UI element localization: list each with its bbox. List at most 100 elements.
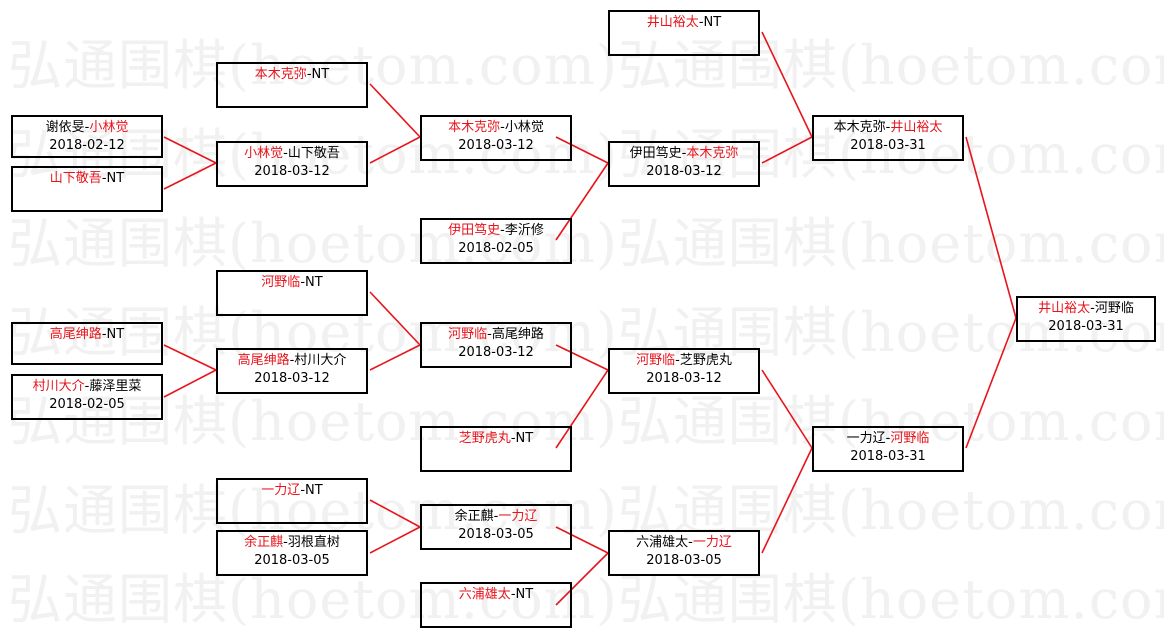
winner-name: 小林觉: [244, 146, 284, 161]
connector-line: [163, 344, 217, 371]
player-name: 羽根直树: [287, 535, 340, 550]
player-name: 李沂修: [504, 223, 544, 238]
match-box: 伊田笃史-本木克弥 2018-03-12: [608, 141, 760, 187]
match-separator: -: [283, 146, 288, 161]
final-match-box: 井山裕太-河野临 2018-03-31: [1016, 296, 1156, 342]
player-name: 河野临: [1094, 301, 1134, 316]
player-name: 山下敬吾: [287, 146, 340, 161]
match-date: 2018-03-31: [1048, 319, 1124, 334]
match-separator: -: [84, 379, 90, 394]
connector-line: [369, 526, 421, 554]
match-separator: -: [306, 67, 312, 82]
match-date: 2018-02-05: [49, 397, 125, 412]
connector-line: [965, 317, 1017, 449]
match-box: 河野临-NT: [216, 270, 368, 316]
player-name: NT: [515, 431, 534, 446]
match-box: 六浦雄太-一力辽 2018-03-05: [608, 530, 760, 576]
match-players: 伊田笃史-李沂修: [422, 222, 570, 240]
winner-name: 六浦雄太: [458, 587, 511, 602]
match-box: 芝野虎丸-NT: [420, 426, 572, 472]
match-separator: -: [493, 509, 499, 524]
connector-line: [163, 136, 217, 164]
match-separator: -: [698, 15, 704, 30]
player-name: 藤泽里菜: [89, 379, 142, 394]
player-name: 一力辽: [846, 431, 886, 446]
player-name: NT: [305, 275, 323, 290]
match-box: 余正麒-一力辽 2018-03-05: [420, 504, 572, 550]
match-date: 2018-02-12: [49, 138, 125, 153]
winner-name: 本木克弥: [254, 67, 307, 82]
connector-line: [761, 31, 813, 138]
player-name: 伊田笃史: [629, 146, 682, 161]
winner-name: 井山裕太: [646, 15, 699, 30]
match-date: 2018-03-31: [850, 138, 926, 153]
connector-line: [761, 136, 813, 164]
connector-line: [555, 369, 609, 449]
match-players: 六浦雄太-NT: [422, 586, 570, 604]
winner-name: 芝野虎丸: [458, 431, 511, 446]
match-box: 山下敬吾-NT: [11, 166, 163, 212]
player-name: NT: [305, 483, 323, 498]
match-separator: -: [681, 146, 687, 161]
connector-line: [369, 291, 421, 346]
match-date: 2018-03-05: [254, 553, 330, 568]
match-players: 六浦雄太-一力辽: [610, 534, 758, 552]
match-players: 本木克弥-NT: [218, 66, 366, 84]
player-name: NT: [703, 15, 722, 30]
player-name: 本木克弥: [833, 120, 886, 135]
match-separator: -: [487, 327, 492, 342]
match-date: 2018-03-31: [850, 449, 926, 464]
match-box: 谢依旻-小林觉 2018-02-12: [11, 115, 163, 158]
match-separator: -: [500, 120, 505, 135]
player-name: 高尾绅路: [491, 327, 544, 342]
match-box: 高尾绅路-NT: [11, 322, 163, 365]
player-name: NT: [106, 171, 125, 186]
player-name: 小林觉: [504, 120, 544, 135]
match-box: 余正麒-羽根直树 2018-03-05: [216, 530, 368, 576]
connector-line: [369, 344, 421, 371]
match-players: 河野临-高尾绅路: [422, 326, 570, 344]
connector-line: [163, 369, 217, 398]
connector-line: [555, 162, 609, 241]
winner-name: 井山裕太: [890, 120, 943, 135]
match-players: 芝野虎丸-NT: [422, 430, 570, 448]
winner-name: 一力辽: [692, 535, 732, 550]
player-name: 村川大介: [294, 353, 347, 368]
match-box: 本木克弥-NT: [216, 62, 368, 108]
connector-line: [555, 526, 609, 554]
winner-name: 伊田笃史: [448, 223, 501, 238]
match-box: 井山裕太-NT: [608, 10, 760, 56]
match-players: 本木克弥-井山裕太: [814, 119, 962, 137]
match-date: 2018-03-12: [458, 138, 534, 153]
match-separator: -: [283, 535, 288, 550]
match-separator: -: [510, 587, 516, 602]
match-box: 一力辽-NT: [216, 478, 368, 524]
winner-name: 小林觉: [89, 120, 129, 135]
match-players: 井山裕太-河野临: [1018, 300, 1154, 318]
match-players: 井山裕太-NT: [610, 14, 758, 32]
connector-line: [761, 447, 813, 554]
connector-line: [369, 136, 421, 164]
match-box: 河野临-高尾绅路 2018-03-12: [420, 322, 572, 368]
match-box: 伊田笃史-李沂修 2018-02-05: [420, 218, 572, 264]
match-players: 高尾绅路-NT: [13, 326, 161, 344]
match-separator: -: [300, 483, 306, 498]
match-date: 2018-03-05: [458, 527, 534, 542]
match-separator: -: [101, 327, 107, 342]
match-separator: -: [885, 120, 891, 135]
match-separator: -: [300, 275, 306, 290]
winner-name: 河野临: [636, 353, 676, 368]
match-box: 小林觉-山下敬吾 2018-03-12: [216, 141, 368, 187]
match-date: 2018-03-12: [254, 164, 330, 179]
match-players: 余正麒-羽根直树: [218, 534, 366, 552]
connector-line: [163, 162, 217, 190]
match-separator: -: [675, 353, 680, 368]
match-box: 高尾绅路-村川大介 2018-03-12: [216, 348, 368, 394]
match-players: 本木克弥-小林觉: [422, 119, 570, 137]
match-date: 2018-03-12: [646, 164, 722, 179]
match-box: 村川大介-藤泽里菜 2018-02-05: [11, 374, 163, 420]
player-name: 余正麒: [454, 509, 494, 524]
winner-name: 井山裕太: [1038, 301, 1091, 316]
match-separator: -: [289, 353, 295, 368]
